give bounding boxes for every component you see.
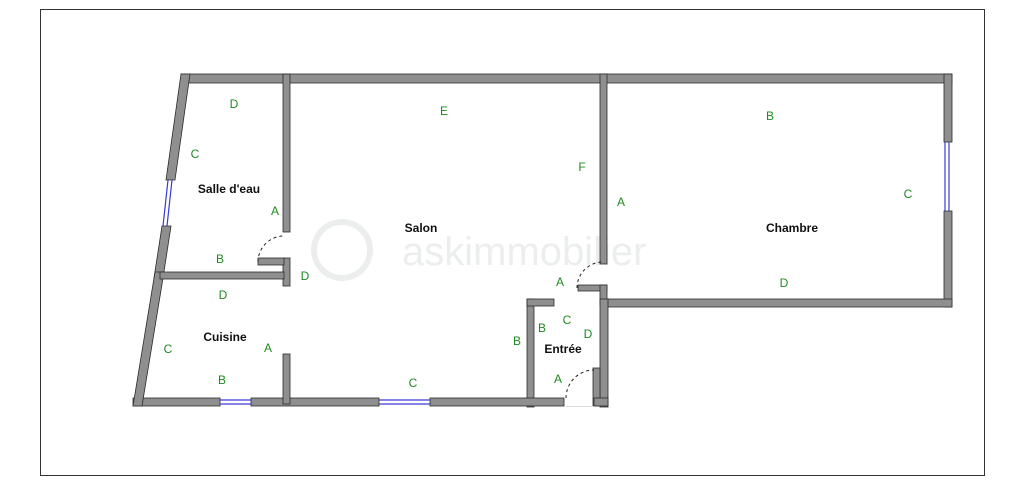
wall-letter: D [780, 276, 789, 290]
watermark-logo-icon [311, 219, 373, 281]
wall-left-lower [132, 271, 165, 407]
wall-letter: A [264, 341, 272, 355]
wall-sde-salon [282, 73, 291, 233]
watermark: askimmobilier [311, 219, 647, 281]
windows [162, 142, 950, 405]
wall-top [180, 73, 953, 84]
wall-letter: C [409, 376, 418, 390]
wall-letter: C [563, 313, 572, 327]
wall-bottom-1 [132, 397, 221, 407]
wall-letter: D [219, 288, 228, 302]
wall-letter: B [218, 373, 226, 387]
wall-letter: D [584, 327, 593, 341]
wall-sde-cuisine [159, 271, 285, 280]
walls [132, 73, 953, 408]
wall-letter: A [554, 372, 562, 386]
wall-letter: A [556, 275, 564, 289]
wall-entree-left [526, 298, 535, 408]
wall-left-upper [165, 73, 191, 181]
wall-letter: C [904, 187, 913, 201]
wall-letter: B [538, 321, 546, 335]
wall-salon-chambre [599, 73, 608, 265]
wall-cuisine-salon [282, 353, 291, 405]
wall-letter: E [440, 104, 448, 118]
wall-letter: A [271, 204, 279, 218]
wall-letter: D [301, 269, 310, 283]
room-label-chambre: Chambre [766, 221, 818, 235]
wall-letter: C [191, 147, 200, 161]
wall-left-middle [153, 225, 172, 279]
wall-letter: A [617, 195, 625, 209]
door-salle-deau [257, 235, 285, 263]
room-label-salon: Salon [405, 221, 438, 235]
room-label-salle-deau: Salle d'eau [198, 182, 260, 196]
wall-bottom-2 [250, 397, 380, 407]
room-labels: Salle d'eau Salon Chambre Cuisine Entrée [198, 182, 818, 356]
wall-letter: B [216, 252, 224, 266]
door-entree [565, 369, 595, 399]
wall-entree-top [526, 298, 555, 307]
wall-bottom-4 [593, 397, 609, 407]
room-label-entree: Entrée [544, 342, 582, 356]
wall-sde-door-stub [257, 257, 285, 266]
wall-letter: B [766, 109, 774, 123]
wall-letter: C [164, 342, 173, 356]
window-salle-deau [162, 179, 169, 227]
wall-right-lower [943, 210, 953, 308]
doors [257, 235, 604, 399]
room-label-cuisine: Cuisine [203, 330, 247, 344]
watermark-text: askimmobilier [402, 230, 647, 274]
wall-letter: F [578, 160, 585, 174]
door-chambre [576, 261, 604, 289]
wall-letter: D [230, 97, 239, 111]
wall-letters: D C A B E F D A B C B A C D D C A B B C … [164, 97, 913, 390]
wall-letter: B [513, 334, 521, 348]
wall-chambre-bottom [603, 298, 953, 308]
wall-entree-right [599, 298, 609, 408]
wall-bottom-3 [429, 397, 565, 407]
wall-right-upper [943, 73, 953, 143]
